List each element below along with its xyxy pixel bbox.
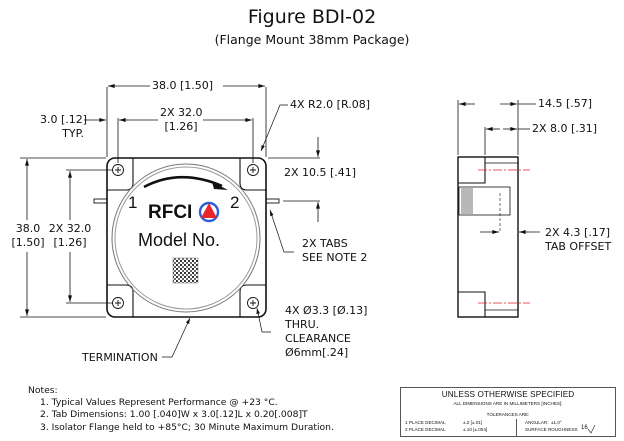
note-item: 3. Isolator Flange held to +85°C; 30 Min… [40,421,334,433]
tabs-note-label: 2X TABS SEE NOTE 2 [302,237,367,265]
dim-side-step [484,127,530,155]
one-place-label: 1 PLACE DECIMAL [405,420,446,425]
dim-text: 2X 32.0 [160,106,203,119]
side-step-label: 2X 8.0 [.31] [532,122,598,135]
dim-text: Ø6mm[.24] [285,346,349,359]
dim-text: [1.26] [53,236,87,249]
side-thickness-label: 14.5 [.57] [538,97,593,110]
dim-overall-width [106,84,267,157]
side-view [457,156,519,318]
leader-tabs [269,209,294,253]
tab-offset-label: 2X 4.3 [.17] TAB OFFSET [545,226,611,254]
tab-left [93,198,108,204]
two-place-label: 2 PLACE DECIMAL [405,427,446,432]
tab-position-label: 2X 10.5 [.41] [284,166,357,179]
dim-text: TYP. [62,127,84,140]
figure-subtitle: (Flange Mount 38mm Package) [214,32,410,47]
cover-disc-outer [111,163,261,313]
tolerance-block: UNLESS OTHERWISE SPECIFIED ALL DIMENSION… [400,387,616,437]
leader-holes [256,307,271,333]
dim-text: THRU. [285,318,320,331]
figure-title: Figure BDI-02 [247,6,377,28]
two-place-value: ±.10 [±.004] [463,427,488,432]
tab-right [265,198,280,204]
tolerance-divider [516,419,517,437]
notes-block: Notes: 1. Typical Values Represent Perfo… [28,385,334,434]
dim-text: CLEARANCE [285,332,351,345]
dim-overall-height-label: 38.0 [1.50] [10,222,46,250]
side-centerlines [478,169,530,304]
dim-text: 2X 32.0 [48,222,92,235]
port-1-label: 1 [128,193,138,212]
dim-text: 2X 4.3 [.17] [545,226,611,239]
dim-text: 38.0 [15,222,41,235]
model-label: Model No. [138,230,221,250]
note-item: 1. Typical Values Represent Performance … [40,397,278,409]
dim-side-thickness [457,100,536,155]
holes-callout: 4X Ø3.3 [Ø.13] THRU. CLEARANCE Ø6mm[.24] [285,304,367,360]
dim-text: 3.0 [.12] [40,113,88,126]
brand-label: RFCI [148,202,193,223]
data-matrix-code [172,257,199,284]
dim-text: 4X Ø3.3 [Ø.13] [285,304,368,317]
corner-pocket [239,158,266,191]
flange-outline [106,157,267,318]
rfci-logo [198,201,220,223]
angular-label: ANGULAR: [525,420,549,425]
dim-text: [1.50] [11,236,45,249]
note-item: 2. Tab Dimensions: 1.00 [.040]W x 3.0[.1… [40,409,308,421]
one-place-value: ±.2 [±.01] [463,420,483,425]
dim-text: [1.26] [164,120,198,133]
dim-hole-spacing-y-label: 2X 32.0 [1.26] [48,222,92,250]
port-2-label: 2 [230,193,240,212]
roughness-label: SURFACE ROUGHNESS [525,427,578,432]
termination-label: TERMINATION [82,351,158,364]
dim-overall-height [20,157,106,318]
dim-edge-offset-label: 3.0 [.12] TYP. [40,113,88,141]
tolerance-subtitle: ALL DIMENSIONS ARE IN MILLIMETERS [INCHE… [453,401,563,406]
top-view [93,157,280,318]
cover-disc-inner [114,166,258,310]
tolerance-header: TOLERANCES ARE: [486,412,530,417]
roughness-value: 16 [581,425,588,431]
tolerance-title: UNLESS OTHERWISE SPECIFIED [441,390,575,399]
circulation-arrow [143,175,223,189]
mounting-hole [112,164,259,309]
dim-overall-width-label: 38.0 [1.50] [152,79,214,92]
dim-hole-spacing-x-label: 2X 32.0 [1.26] [160,106,203,134]
corner-pocket [107,284,134,317]
dim-tab-position [268,137,320,222]
corner-radius-label: 4X R2.0 [R.08] [290,98,370,111]
leader-termination [162,317,191,358]
dim-text: 2X TABS [302,237,348,250]
side-body [457,156,519,318]
notes-heading: Notes: [28,385,58,396]
dim-hole-spacing-y [66,169,113,304]
dim-text: SEE NOTE 2 [302,251,368,264]
dim-hole-spacing-x [117,118,254,163]
dim-text: TAB OFFSET [545,240,612,253]
corner-pocket [107,158,134,191]
angular-value: ±1.0° [551,420,562,425]
leader-corner-radius [260,104,288,152]
surface-finish-icon [588,425,596,434]
